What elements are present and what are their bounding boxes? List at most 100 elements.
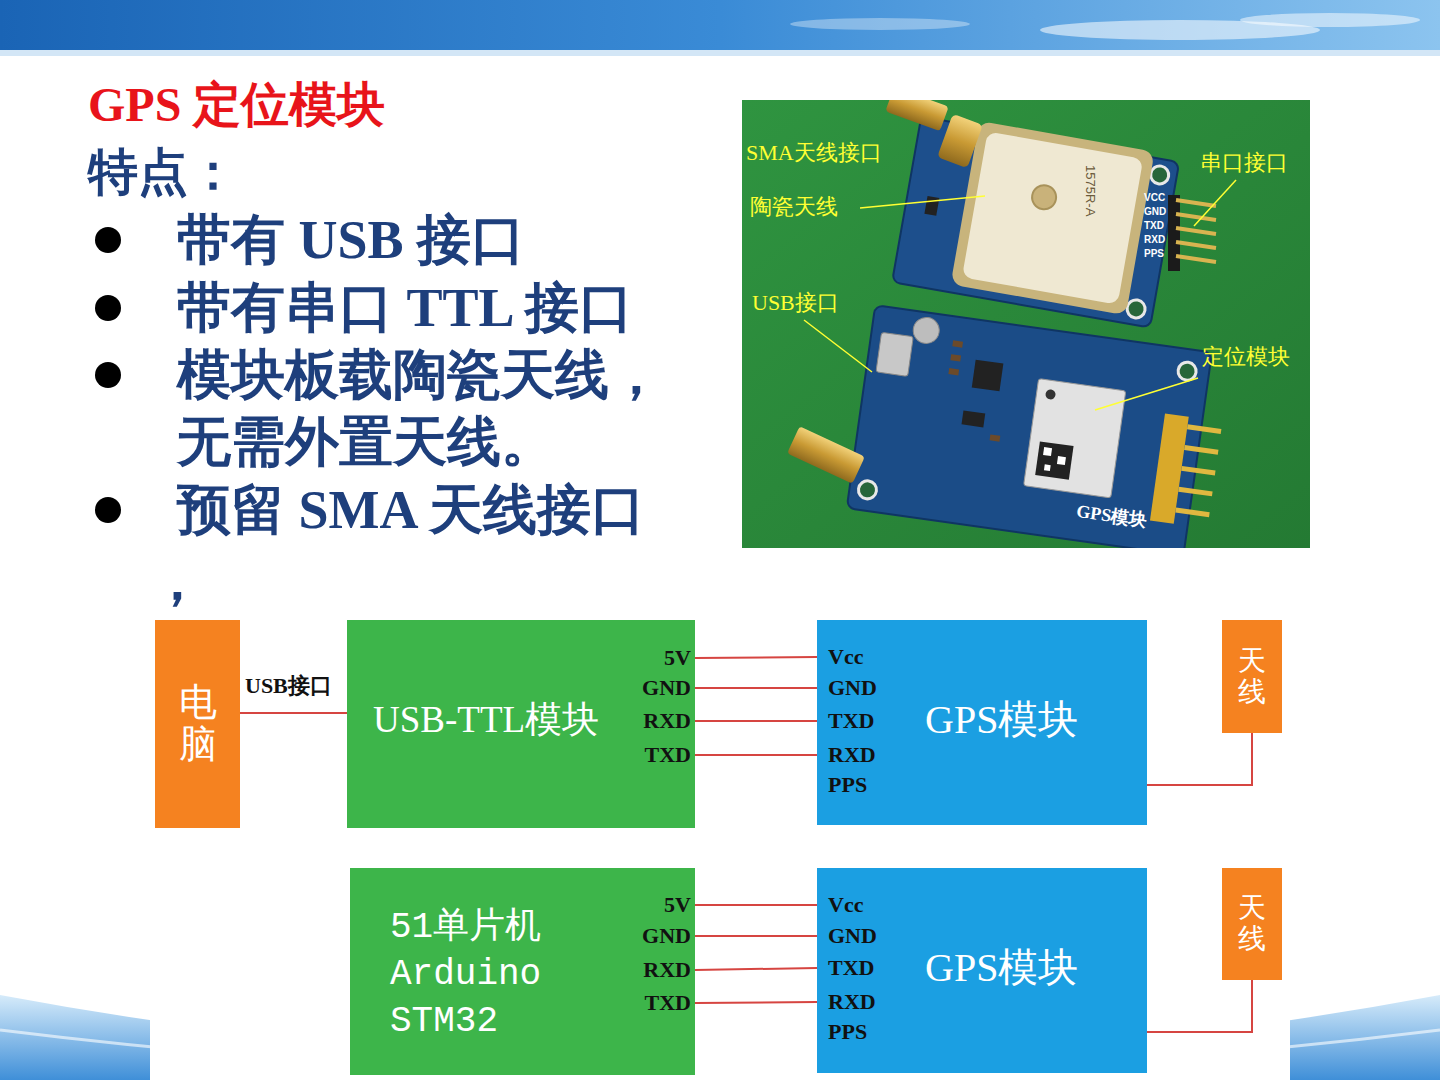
pin-name: GND [828, 923, 877, 949]
header-pin [1176, 228, 1216, 234]
qr-code [1044, 464, 1051, 471]
photo-callout: 陶瓷天线 [750, 194, 838, 220]
header-pin [1179, 489, 1213, 494]
photo-ground [742, 100, 1310, 548]
bullet-text: 带有串口 TTL 接口 [177, 275, 633, 342]
pcb [892, 117, 1179, 328]
sma-elbow [937, 114, 983, 168]
header-pin [1176, 242, 1216, 248]
diagram-ground [150, 615, 1290, 1080]
backup-battery [912, 316, 941, 345]
wire-connector [695, 968, 817, 970]
box-title: 电脑 [179, 682, 217, 766]
pin-name: GND [828, 675, 877, 701]
wire-connector [1147, 733, 1252, 785]
smd-part [952, 340, 963, 347]
gps-chip-module [1024, 379, 1126, 498]
antenna-box: 天线 [1222, 620, 1282, 733]
bullet-text: 带有 USB 接口 [177, 207, 525, 274]
pin-silk: PPS [1144, 248, 1164, 260]
pin-name: 5V [664, 645, 691, 671]
pin-name: RXD [828, 742, 876, 768]
mount-hole [857, 480, 877, 500]
qr-code [1057, 456, 1066, 465]
pin-name: Vcc [828, 644, 863, 670]
pin-name: RXD [828, 989, 876, 1015]
banner-cloud [1240, 13, 1420, 27]
computer-box: 电脑 [155, 620, 240, 828]
pin-name: GND [642, 675, 691, 701]
box-title: 天线 [1238, 646, 1266, 708]
qr-code [1035, 441, 1073, 479]
antenna-box: 天线 [1222, 868, 1282, 980]
leader-line [860, 196, 985, 208]
wire-connector [695, 904, 817, 906]
top-banner [0, 0, 1440, 52]
bottom-board [847, 305, 1232, 548]
leader-line [1095, 378, 1198, 410]
bullet-text: 预留 SMA 天线接口 [177, 477, 645, 544]
bullet-text: 模块板载陶瓷天线，无需外置天线。 [177, 342, 707, 476]
smd-part [950, 354, 961, 361]
pin-name: TXD [645, 990, 691, 1016]
leader-line [1194, 180, 1236, 226]
header-pin [1187, 427, 1221, 432]
ceramic-antenna-top [962, 131, 1143, 304]
ic-chip [972, 360, 1004, 392]
smd-part [990, 434, 1001, 441]
mcu-box: 51单片机 Arduino STM325VGNDRXDTXD [350, 868, 695, 1075]
wire-connector [695, 657, 817, 658]
pin-header [1168, 195, 1180, 271]
bullet-text: ， [150, 548, 204, 615]
wire-connector [695, 1002, 817, 1003]
gps-box: GPS模块VccGNDTXDRXDPPS [817, 620, 1147, 825]
gps-box: GPS模块VccGNDTXDRXDPPS [817, 868, 1147, 1073]
sma-connector [787, 426, 865, 484]
wire-connector [695, 720, 817, 722]
edge-label: USB接口 [243, 673, 334, 699]
photo-callout: 串口接口 [1200, 150, 1288, 176]
pin-name: Vcc [828, 892, 863, 918]
pcb [847, 305, 1212, 548]
feature-heading: 特点： [88, 140, 238, 204]
pin-name: TXD [645, 742, 691, 768]
ic-chip [962, 410, 986, 427]
pin-silk: TXD [1144, 220, 1164, 232]
header-pin [1176, 214, 1216, 220]
pin-name: TXD [828, 955, 874, 981]
box-title: GPS模块 [925, 695, 1078, 745]
pin-silk: VCC [1144, 192, 1165, 204]
mount-hole [1149, 165, 1170, 186]
pin-name: RXD [643, 708, 691, 734]
box-title: 51单片机 Arduino STM32 [390, 904, 600, 1045]
box-title: GPS模块 [925, 943, 1078, 993]
photo-callout: 定位模块 [1202, 344, 1290, 370]
antenna-feed [1030, 183, 1058, 211]
box-title: 天线 [1238, 893, 1266, 955]
qr-code [1043, 447, 1052, 456]
pin-silk: GND [1144, 206, 1166, 218]
leader-line [804, 320, 872, 372]
top-board [892, 111, 1180, 328]
chip-logo [1045, 389, 1056, 400]
sma-connector [885, 100, 948, 131]
photo-callout: USB接口 [752, 290, 839, 316]
header-pin [1184, 448, 1218, 453]
pin-silk: RXD [1144, 234, 1165, 246]
module-photo [742, 100, 1310, 548]
wire-connector [1147, 980, 1252, 1032]
banner-cloud [790, 18, 970, 30]
banner-rule [0, 50, 1440, 56]
wire-connector [695, 754, 817, 756]
header-pin [1182, 468, 1216, 473]
mount-hole [1177, 361, 1197, 381]
header-pin [1176, 256, 1216, 262]
bullet-dot [95, 497, 121, 523]
pin-name: TXD [828, 708, 874, 734]
antenna-marking: 1575R-A [1083, 165, 1098, 216]
bullet-dot [95, 362, 121, 388]
mount-hole [1126, 298, 1147, 319]
photo-callout: SMA天线接口 [746, 140, 882, 166]
